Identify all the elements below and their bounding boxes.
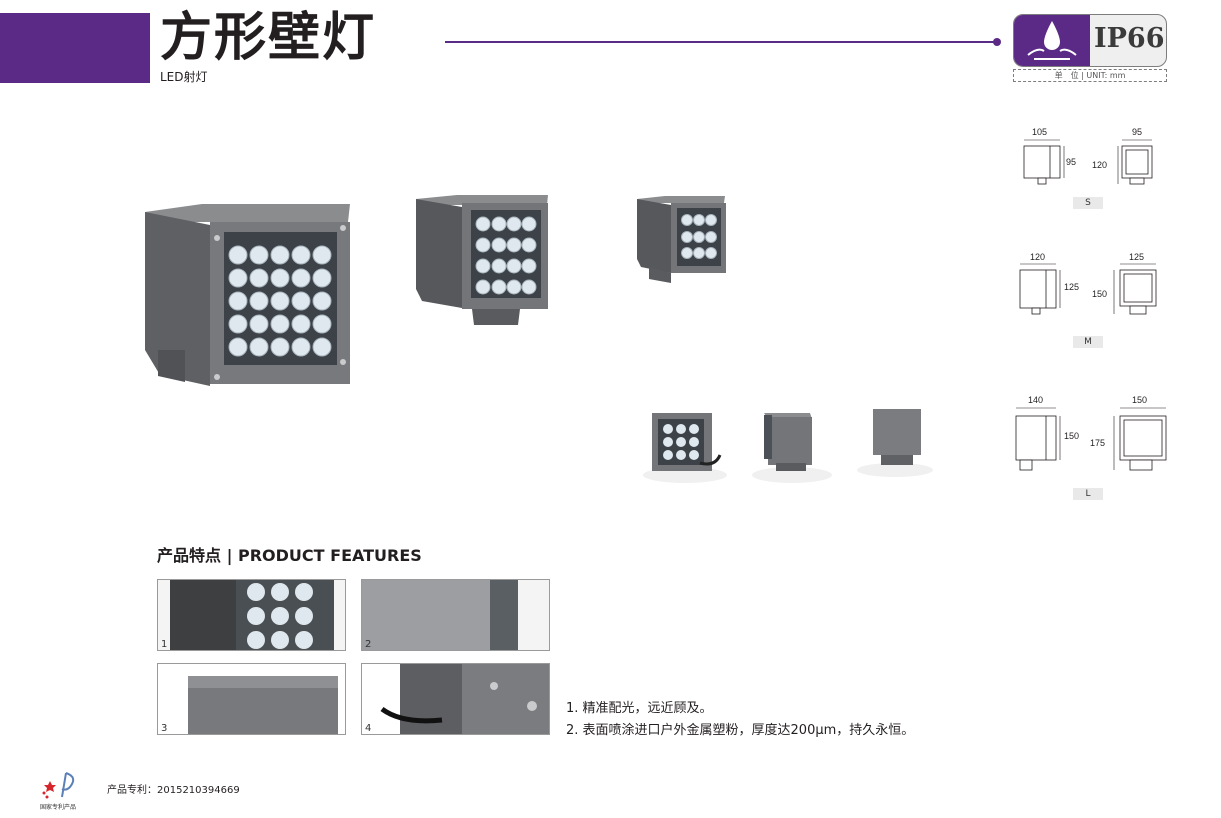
detail-image-4: 4 <box>361 663 550 735</box>
m-front-width-label: 125 <box>1129 252 1144 262</box>
unit-label: 单 位 | UNIT: mm <box>1013 69 1167 82</box>
detail-number-4: 4 <box>365 723 372 734</box>
size-tag-m: M <box>1073 336 1103 348</box>
features-heading: 产品特点 | PRODUCT FEATURES <box>157 546 422 565</box>
dimension-drawings: 105 95 95 120 120 125 125 150 140 150 15… <box>1015 127 1167 471</box>
detail-image-3: 3 <box>157 663 346 735</box>
detail-number-2: 2 <box>365 639 372 650</box>
size-tag-s: S <box>1073 197 1103 209</box>
l-front-height-label: 175 <box>1090 438 1105 448</box>
small-lamp-image <box>637 196 726 283</box>
page-subtitle: LED射灯 <box>160 70 208 84</box>
s-front-width-label: 95 <box>1132 127 1142 137</box>
ip-rating-label: IP66 <box>1094 23 1165 54</box>
l-side-width-label: 140 <box>1028 395 1043 405</box>
m-front-height-label: 150 <box>1092 289 1107 299</box>
size-tag-l: L <box>1073 488 1103 500</box>
detail-image-2: 2 <box>361 579 550 651</box>
lamp-back-view-image <box>857 409 933 477</box>
s-side-width-label: 105 <box>1032 127 1047 137</box>
m-side-width-label: 120 <box>1030 252 1045 262</box>
large-lamp-image <box>145 204 350 386</box>
m-side-height-label: 125 <box>1064 282 1079 292</box>
detail-image-1: 1 <box>157 579 346 651</box>
detail-number-1: 1 <box>161 639 168 650</box>
patent-logo: 国家专利产品 <box>40 772 76 811</box>
water-drop-icon <box>1014 15 1090 66</box>
header-divider-dot <box>993 38 1001 46</box>
s-front-height-label: 120 <box>1092 160 1107 170</box>
lamp-angle-view-image <box>752 413 832 483</box>
ip-rating-badge: IP66 <box>1013 14 1167 67</box>
l-front-width-label: 150 <box>1132 395 1147 405</box>
detail-number-3: 3 <box>161 723 168 734</box>
patent-logo-caption: 国家专利产品 <box>40 803 76 811</box>
page-title: 方形壁灯 <box>160 8 377 68</box>
medium-lamp-image <box>416 195 548 325</box>
lamp-front-view-image <box>643 413 727 483</box>
brand-color-block <box>0 13 150 83</box>
s-side-height-label: 95 <box>1066 157 1076 167</box>
l-side-height-label: 150 <box>1064 431 1079 441</box>
header-divider <box>445 41 996 43</box>
patent-number: 产品专利：2015210394669 <box>107 785 240 796</box>
feature-item-2: 2. 表面喷涂进口户外金属塑粉，厚度达200μm，持久永恒。 <box>566 723 915 738</box>
feature-item-1: 1. 精准配光，远近顾及。 <box>566 701 713 716</box>
